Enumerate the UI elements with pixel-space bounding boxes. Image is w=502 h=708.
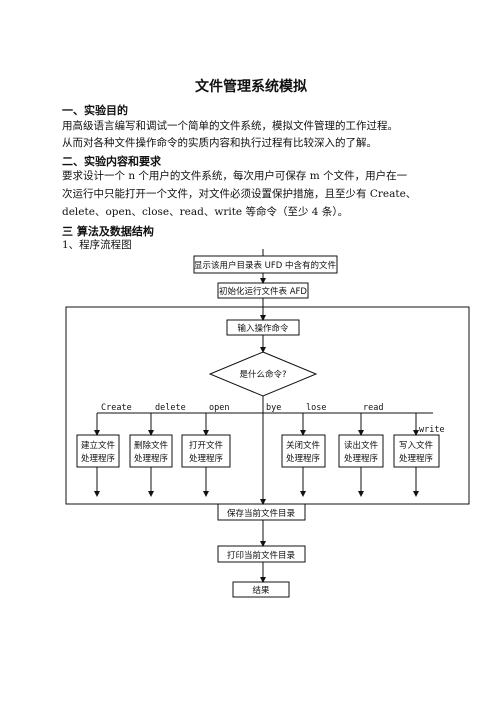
handler-delete-line1: 删除文件 bbox=[134, 440, 169, 451]
node-result-text: 结果 bbox=[252, 585, 270, 596]
handler-read-line1: 读出文件 bbox=[344, 440, 379, 451]
handler-open-line2: 处理程序 bbox=[189, 453, 224, 464]
node-init-afd-text: 初始化运行文件表 AFD bbox=[219, 286, 307, 297]
handler-close-line1: 关闭文件 bbox=[286, 440, 321, 451]
node-show-ufd-text: 显示该用户目录表 UFD 中含有的文件 bbox=[194, 260, 337, 271]
section-3-subheading: 1、程序流程图 bbox=[62, 239, 132, 251]
handler-create-line2: 处理程序 bbox=[81, 453, 116, 464]
handler-open-line1: 打开文件 bbox=[189, 440, 224, 451]
handler-read-line2: 处理程序 bbox=[344, 453, 379, 464]
handler-write-line2: 处理程序 bbox=[399, 453, 434, 464]
branch-label-bye: bye bbox=[266, 403, 281, 413]
branch-label-read: read bbox=[363, 403, 383, 413]
section-2-line-2: 次运行中只能打开一个文件，对文件必须设置保护措施，且至少有 Create、 bbox=[62, 188, 417, 200]
handler-write-line1: 写入文件 bbox=[399, 440, 434, 451]
branch-label-open: open bbox=[209, 403, 229, 413]
section-1-line-2: 从而对各种文件操作命令的实质内容和执行过程有比较深入的了解。 bbox=[62, 137, 377, 149]
handler-create-line1: 建立文件 bbox=[81, 440, 116, 451]
section-2-heading: 二、实验内容和要求 bbox=[62, 155, 161, 168]
node-which-command-text: 是什么命令? bbox=[239, 369, 286, 380]
handler-close-line2: 处理程序 bbox=[286, 453, 321, 464]
section-2-line-3: delete、open、close、read、write 等命令（至少 4 条）… bbox=[62, 206, 349, 218]
node-input-command-text: 输入操作命令 bbox=[237, 323, 289, 334]
section-1-line-1: 用高级语言编写和调试一个简单的文件系统，模拟文件管理的工作过程。 bbox=[62, 120, 398, 132]
node-save-dir-text: 保存当前文件目录 bbox=[227, 508, 296, 519]
document-title: 文件管理系统模拟 bbox=[195, 79, 307, 95]
branch-label-write: write bbox=[419, 425, 445, 435]
node-show-ufd bbox=[193, 255, 338, 274]
branch-label-lose: lose bbox=[306, 403, 326, 413]
branch-label-create: Create bbox=[101, 403, 132, 413]
section-1-heading: 一、实验目的 bbox=[62, 104, 128, 117]
branch-label-delete: delete bbox=[155, 403, 186, 413]
section-2-line-1: 要求设计一个 n 个用户的文件系统，每次用户可保存 m 个文件，用户在一 bbox=[62, 170, 408, 182]
section-3-heading: 三 算法及数据结构 bbox=[62, 225, 154, 238]
node-print-dir-text: 打印当前文件目录 bbox=[227, 550, 296, 561]
handler-delete-line2: 处理程序 bbox=[134, 453, 169, 464]
